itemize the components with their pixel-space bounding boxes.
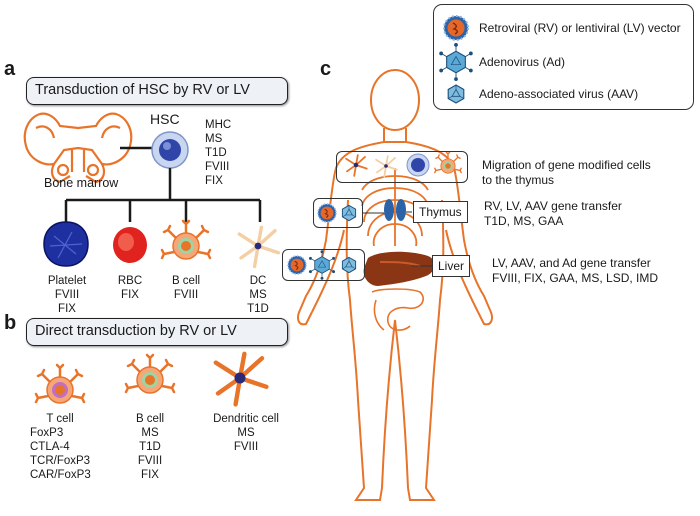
liver-text-line-2: FVIII, FIX, GAA, MS, LSD, IMD (492, 271, 659, 285)
thymus-organ (384, 199, 406, 221)
migration-text-line-2: to the thymus (482, 173, 555, 187)
hsc-disease-list: MHC MS T1D FVIII FIX (205, 118, 231, 188)
b-cell-b-disease-ms: MS (141, 427, 159, 439)
b-cell-a-name: B cell (171, 275, 201, 287)
dendritic-cell-b-disease-ms: MS (237, 427, 255, 439)
liver-vector-box (282, 249, 365, 281)
dc-a-disease-t1d: T1D (247, 303, 269, 315)
thymus-vector-box (313, 198, 363, 228)
b-cell-b-disease-fix: FIX (141, 469, 159, 481)
liver-text: LV, AAV, and Ad gene transfer FVIII, FIX… (492, 256, 658, 286)
t-cell-disease-car-foxp3: CAR/FoxP3 (30, 469, 91, 481)
panel-c-letter: c (320, 58, 332, 80)
t-cell-disease-tcr-foxp3: TCR/FoxP3 (30, 455, 91, 467)
panel-a-letter: a (4, 58, 16, 80)
lineage-tree (64, 168, 262, 222)
thymus-text-line-1: RV, LV, AAV gene transfer (484, 199, 622, 213)
b-cell-b (124, 353, 176, 395)
panel-a-banner: Transduction of HSC by RV or LV (26, 77, 288, 105)
rbc-name: RBC (117, 275, 143, 287)
platelet-cell (43, 221, 89, 267)
bone-marrow-label: Bone marrow (44, 176, 119, 190)
b-cell-a (160, 219, 212, 261)
platelet-name: Platelet (47, 275, 87, 287)
migration-text-line-1: Migration of gene modified cells (482, 158, 651, 172)
liver-tag: Liver (432, 255, 471, 277)
dc-a-name: DC (249, 275, 267, 287)
liver-organ (363, 251, 435, 286)
b-cell-b-labels: B cell MS T1D FVIII FIX (126, 412, 174, 482)
legend-label-ad: Adenovirus (Ad) (479, 55, 566, 69)
hsc-cell (151, 131, 189, 169)
t-cell (34, 363, 86, 404)
human-body-outline (297, 69, 493, 501)
hsc-disease-t1d: T1D (205, 147, 227, 159)
dc-cell-a (237, 225, 281, 269)
dc-a-disease-ms: MS (249, 289, 267, 301)
panel-b-letter: b (4, 312, 17, 334)
hsc-disease-mhc: MHC (205, 119, 232, 131)
dc-a-labels: DC MS T1D (240, 274, 276, 316)
legend-label-rv: Retroviral (RV) or lentiviral (LV) vecto… (479, 21, 681, 35)
migration-box (336, 151, 468, 183)
platelet-disease-fviii: FVIII (54, 289, 80, 301)
migration-hsc (406, 153, 430, 177)
dendritic-cell-b-disease-fviii: FVIII (233, 441, 259, 453)
thymus-text-line-2: T1D, MS, GAA (484, 214, 564, 228)
b-cell-a-labels: B cell FVIII (164, 274, 208, 302)
thymus-tag: Thymus (413, 201, 468, 223)
b-cell-b-disease-fviii: FVIII (137, 455, 163, 467)
panel-b-banner: Direct transduction by RV or LV (26, 318, 288, 346)
hsc-label: HSC (150, 111, 180, 127)
rbc-labels: RBC FIX (112, 274, 148, 302)
hsc-disease-ms: MS (205, 133, 223, 145)
b-cell-a-disease-fviii: FVIII (173, 289, 199, 301)
migration-dc-2 (375, 155, 398, 178)
t-cell-name: T cell (46, 413, 74, 425)
hsc-disease-fix: FIX (205, 175, 223, 187)
t-cell-diseases: FoxP3 CTLA-4 TCR/FoxP3 CAR/FoxP3 (30, 426, 91, 482)
bone-marrow-pelvis (23, 112, 133, 184)
legend-label-aav: Adeno-associated virus (AAV) (479, 87, 639, 101)
b-cell-b-disease-t1d: T1D (139, 441, 161, 453)
dendritic-cell-b-name: Dendritic cell (213, 413, 279, 425)
dendritic-cell-b-labels: Dendritic cell MS FVIII (206, 412, 286, 454)
dendritic-cell-b (216, 354, 267, 405)
t-cell-disease-ctla4: CTLA-4 (30, 441, 70, 453)
liver-text-line-1: LV, AAV, and Ad gene transfer (492, 256, 651, 270)
rbc-cell (113, 227, 147, 263)
thymus-text: RV, LV, AAV gene transfer T1D, MS, GAA (484, 199, 622, 229)
platelet-disease-fix: FIX (58, 303, 76, 315)
platelet-labels: Platelet FVIII FIX (44, 274, 90, 316)
migration-text: Migration of gene modified cells to the … (482, 158, 651, 188)
t-cell-disease-foxp3: FoxP3 (30, 427, 64, 439)
b-cell-b-name: B cell (135, 413, 165, 425)
intestines (371, 288, 424, 331)
rbc-disease-fix: FIX (121, 289, 139, 301)
hsc-disease-fviii: FVIII (205, 161, 230, 173)
vector-legend (433, 4, 694, 110)
